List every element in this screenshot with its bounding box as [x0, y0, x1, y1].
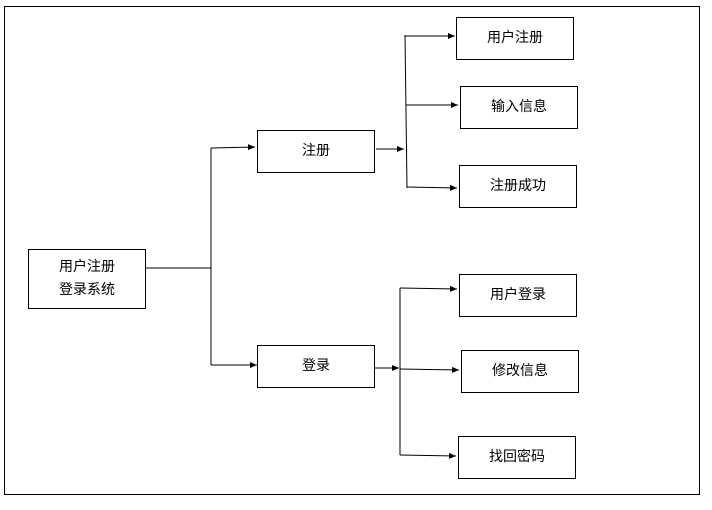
login-node: 登录 — [257, 345, 375, 388]
connector-to-register — [210, 144, 256, 151]
login-child-user-login: 用户登录 — [459, 274, 577, 317]
login-child-1-label: 用户登录 — [490, 287, 546, 303]
register-node-label: 注册 — [302, 143, 330, 159]
connector-login-child-3 — [399, 452, 457, 459]
connector-register-child-3 — [406, 184, 458, 191]
login-child-3-label: 找回密码 — [489, 449, 545, 465]
root-node-label-line-2: 登录系统 — [59, 282, 115, 298]
register-child-1-label: 用户注册 — [487, 30, 543, 46]
root-node: 用户注册 登录系统 — [28, 249, 146, 309]
login-node-label: 登录 — [302, 358, 330, 374]
root-node-label-line-1: 用户注册 — [59, 259, 115, 275]
connector-login-child-2 — [399, 366, 460, 373]
register-child-enter-info: 输入信息 — [460, 86, 578, 129]
login-child-edit-info: 修改信息 — [461, 350, 579, 393]
connector-login-child-1 — [399, 285, 458, 292]
register-child-2-label: 输入信息 — [491, 99, 547, 115]
login-child-recover-password: 找回密码 — [458, 436, 576, 479]
register-child-3-label: 注册成功 — [490, 178, 546, 194]
register-node: 注册 — [257, 130, 375, 173]
login-child-2-label: 修改信息 — [492, 363, 548, 379]
register-child-success: 注册成功 — [459, 165, 577, 208]
connector-register-vertical — [404, 34, 408, 189]
register-child-user-register: 用户注册 — [456, 17, 574, 60]
diagram-frame — [4, 6, 700, 495]
